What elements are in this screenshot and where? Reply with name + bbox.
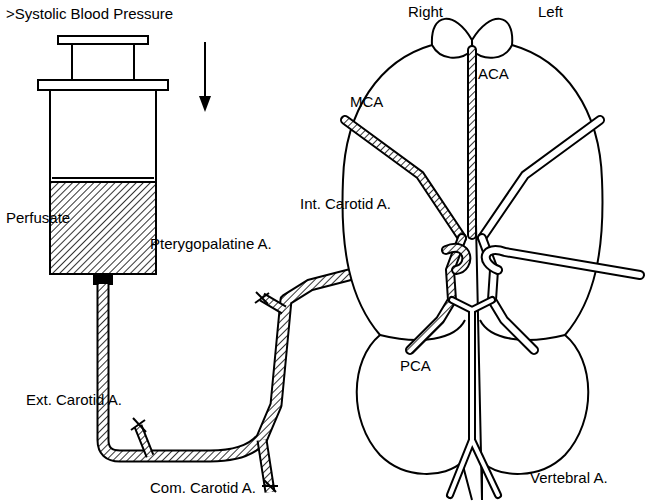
side-label: Left xyxy=(538,4,563,21)
artery-label: Int. Carotid A. xyxy=(300,196,391,213)
pressure-arrow xyxy=(199,42,211,112)
artery-label: Pterygopalatine A. xyxy=(150,236,272,253)
perfusate-label: Perfusate xyxy=(6,210,70,227)
brain-arteries xyxy=(345,50,640,495)
artery-label: MCA xyxy=(350,94,383,111)
artery-label: ACA xyxy=(478,66,509,83)
side-label: Right xyxy=(408,4,443,21)
artery-label: PCA xyxy=(400,358,431,375)
ligatures xyxy=(131,292,278,492)
artery-label: Ext. Carotid A. xyxy=(26,392,122,409)
artery-label: Vertebral A. xyxy=(530,470,608,487)
syringe xyxy=(38,36,168,284)
artery-label: Com. Carotid A. xyxy=(150,480,256,497)
pressure-label: >Systolic Blood Pressure xyxy=(6,6,173,23)
